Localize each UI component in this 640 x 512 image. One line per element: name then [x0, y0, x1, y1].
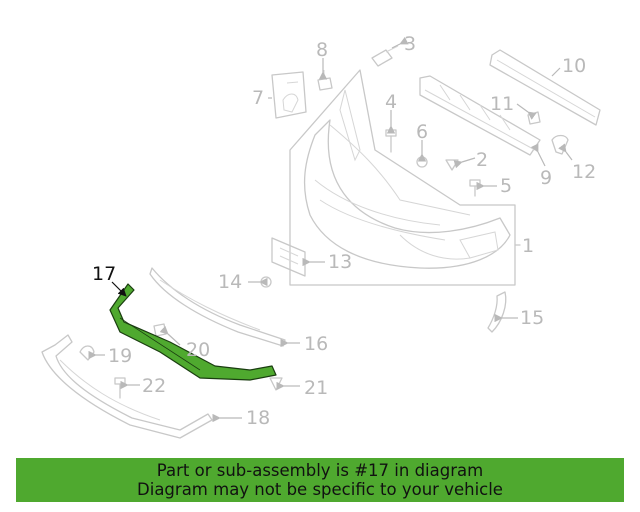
callout-12: 12: [572, 161, 596, 183]
part-3-screw: [371, 45, 399, 67]
part-9-absorber: [419, 75, 541, 156]
part-19-clip: [79, 345, 95, 361]
callout-15: 15: [520, 307, 544, 329]
callout-1: 1: [522, 235, 534, 257]
part-5-clip: [469, 179, 481, 197]
part-7-bracket: [271, 71, 307, 119]
info-banner: Part or sub-assembly is #17 in diagram D…: [16, 458, 624, 502]
callout-7: 7: [252, 87, 264, 109]
part-4-bolt: [385, 129, 397, 153]
part-12-clip: [551, 134, 569, 155]
part-20-clip: [153, 323, 167, 337]
callout-17: 17: [92, 263, 116, 285]
part-13-bracket: [271, 237, 306, 277]
part-10-reinforcement: [489, 49, 601, 126]
part-14-screw: [260, 276, 272, 288]
leader-lines: [88, 36, 573, 423]
callout-13: 13: [328, 251, 352, 273]
part-6-nut: [416, 156, 428, 168]
callout-18: 18: [246, 407, 270, 429]
bumper-cover-assembly: [289, 69, 521, 286]
parts-diagram: 3 8 7 10 11 4 6 2 12 9 5 1 13 14 15 16 2…: [41, 33, 601, 439]
callout-22: 22: [142, 375, 166, 397]
callout-6: 6: [416, 121, 428, 143]
part-22-bolt: [114, 377, 126, 399]
banner-line-1: Part or sub-assembly is #17 in diagram: [156, 461, 484, 480]
callout-10: 10: [562, 55, 586, 77]
part-8-clip: [317, 70, 333, 91]
part-18-deflector: [41, 334, 213, 439]
part-21-clip: [269, 377, 283, 391]
banner-line-2: Diagram may not be specific to your vehi…: [137, 480, 503, 499]
callout-16: 16: [304, 333, 328, 355]
callout-8: 8: [316, 39, 328, 61]
callout-11: 11: [490, 93, 514, 115]
part-11-nut: [527, 111, 541, 125]
callout-19: 19: [108, 345, 132, 367]
callout-5: 5: [500, 175, 512, 197]
part-15-bracket: [487, 291, 507, 333]
part-17-highlight[interactable]: [109, 283, 277, 381]
callout-14: 14: [218, 271, 242, 293]
callout-2: 2: [476, 149, 488, 171]
callout-9: 9: [540, 167, 552, 189]
callout-4: 4: [385, 91, 397, 113]
callout-3: 3: [404, 33, 416, 55]
callout-21: 21: [304, 377, 328, 399]
part-2-clip: [445, 159, 459, 171]
callout-20: 20: [186, 339, 210, 361]
callout-labels: 3 8 7 10 11 4 6 2 12 9 5 1 13 14 15 16 2…: [92, 33, 596, 429]
